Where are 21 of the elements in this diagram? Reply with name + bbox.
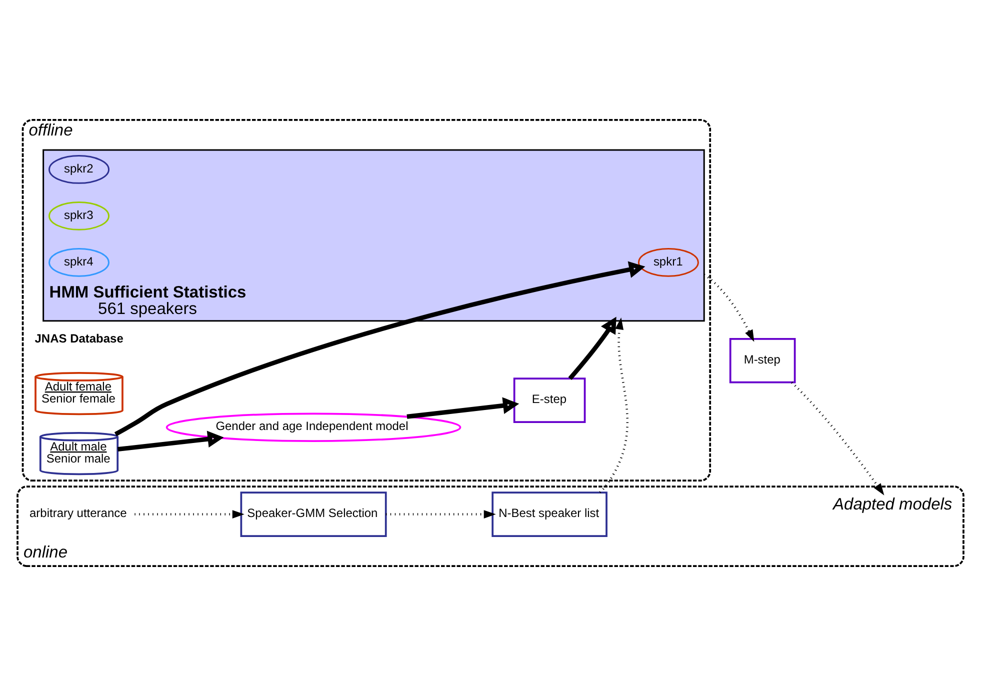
node-box: N-Best speaker list xyxy=(492,492,608,537)
node-ellipse: Gender and age Independent model xyxy=(166,412,462,442)
arrow xyxy=(134,510,244,518)
arrow xyxy=(406,397,520,419)
node-text: arbitrary utterance xyxy=(30,506,127,520)
arrow xyxy=(599,318,628,494)
node-ellipse: spkr1 xyxy=(638,248,699,277)
node-text: Adapted models xyxy=(833,495,952,514)
node-ellipse: spkr4 xyxy=(48,248,110,277)
node-box: E-step xyxy=(513,378,586,424)
node-ellipse: spkr2 xyxy=(48,155,110,184)
label: JNAS Database xyxy=(34,331,124,346)
arrow xyxy=(704,274,754,342)
node-box: M-step xyxy=(729,338,796,384)
node-box: Speaker-GMM Selection xyxy=(240,492,387,537)
node-ellipse: spkr3 xyxy=(48,202,110,230)
arrow xyxy=(114,261,646,436)
arrow xyxy=(117,430,224,452)
arrow xyxy=(568,316,616,380)
arrow xyxy=(386,510,496,518)
arrow xyxy=(790,382,884,496)
